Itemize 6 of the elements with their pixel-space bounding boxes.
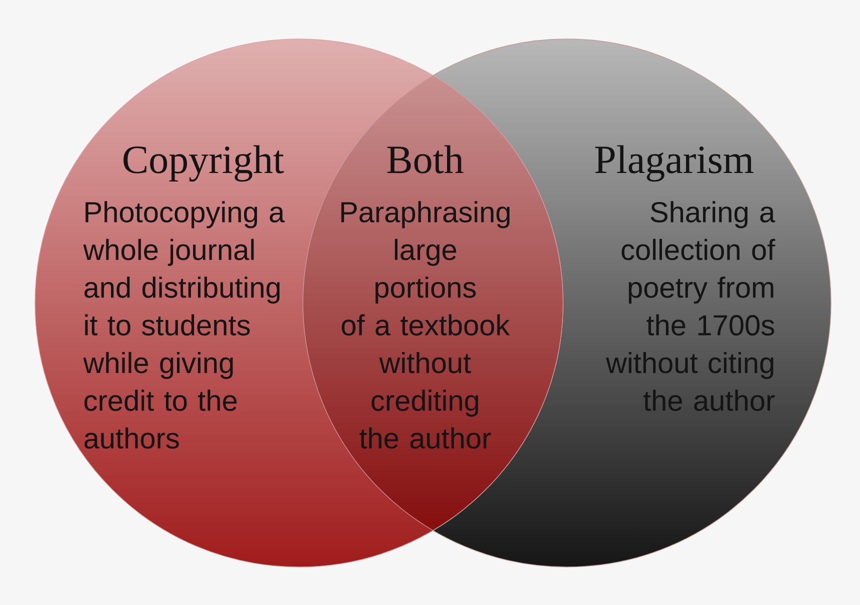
heading: Both [387, 145, 464, 174]
description: Paraphrasing large portions of a textbook without crediting the author [341, 201, 510, 449]
description: Sharing a collection of poetry from the 1700s without citing the author [606, 201, 776, 411]
heading: Copyright [124, 145, 284, 182]
description: Photocopying a whole journal and distributing it to students while giving credit to the authors [83, 201, 285, 449]
heading: Plagarism [595, 145, 754, 182]
